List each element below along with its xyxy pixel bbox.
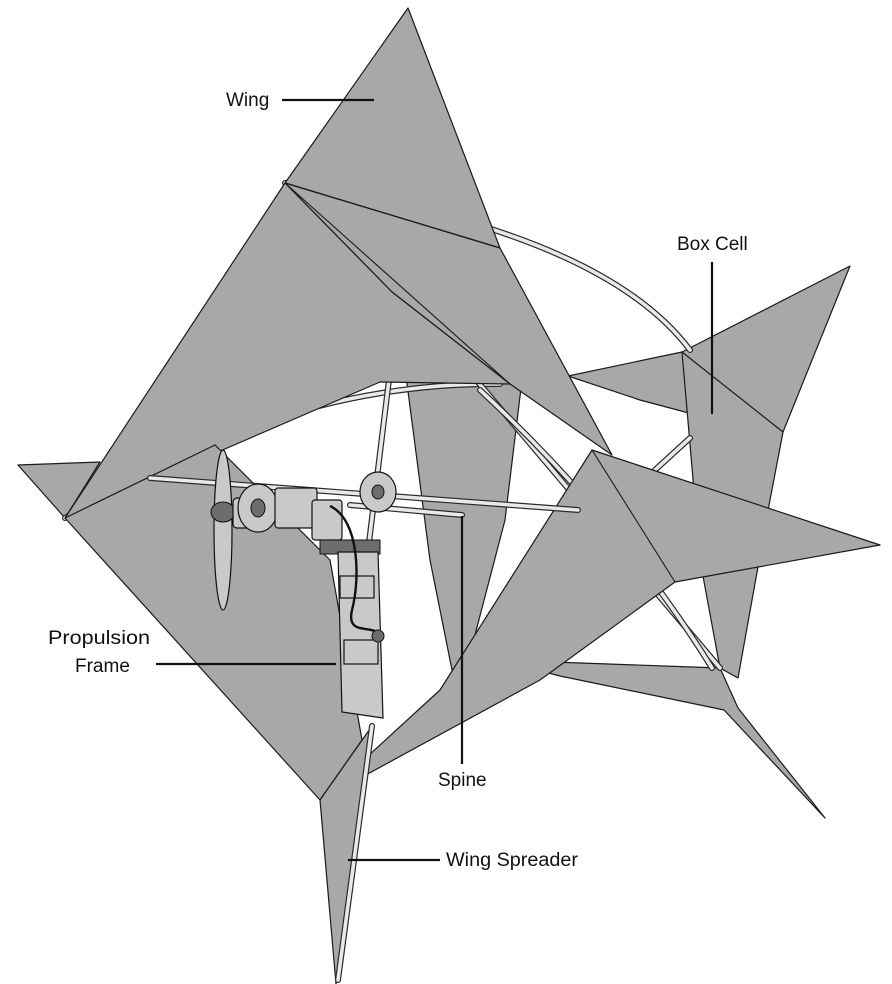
label-wing: Wing [226, 90, 269, 111]
propeller-hub [211, 502, 235, 522]
label-propulsion-frame-line1: Propulsion [48, 628, 150, 649]
gear-housing [275, 488, 317, 528]
label-spine: Spine [438, 770, 487, 791]
battery-lower [344, 640, 378, 664]
servo-box [312, 500, 342, 540]
front-lower-sail [320, 450, 880, 800]
label-wing-spreader-group: Wing Spreader [348, 850, 579, 871]
label-wing-spreader: Wing Spreader [446, 850, 579, 871]
label-box-cell: Box Cell [677, 234, 748, 255]
spine-collar-hub [372, 485, 384, 499]
front-sails [320, 450, 880, 984]
lower-right-tail-sail [498, 660, 825, 818]
label-propulsion-frame-line2: Frame [75, 656, 130, 677]
wire-clip [372, 630, 384, 642]
propeller [214, 450, 232, 610]
drive-wheel-hub [251, 499, 265, 517]
